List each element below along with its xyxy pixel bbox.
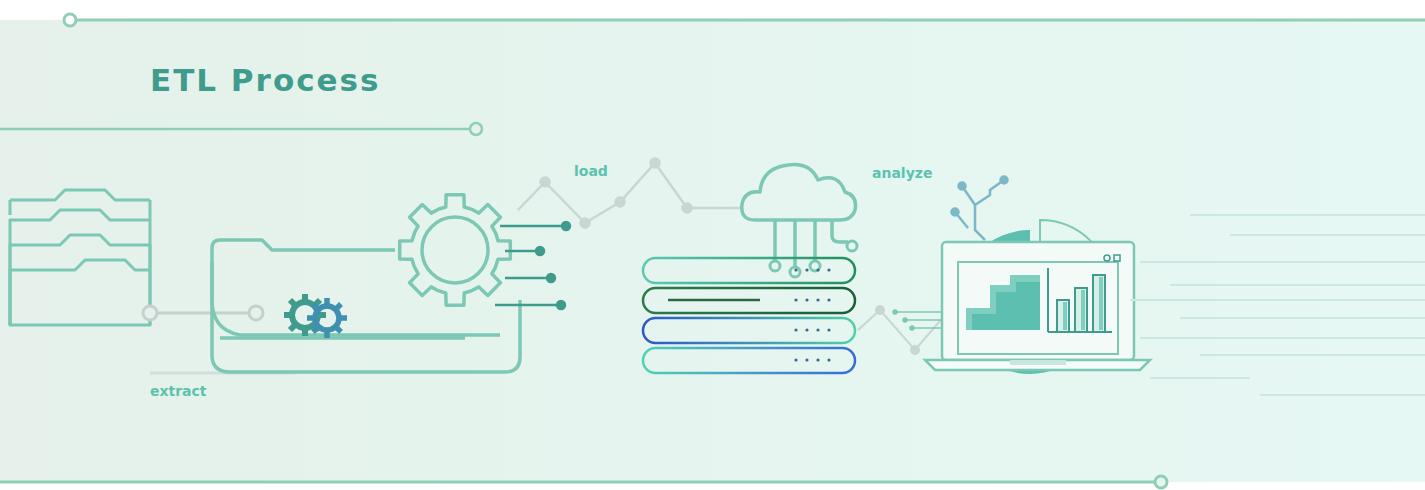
diagram-title: ETL Process [150, 62, 380, 98]
step-label: load [574, 163, 608, 179]
step-label: extract [150, 383, 207, 399]
step-label: analyze [872, 165, 932, 181]
